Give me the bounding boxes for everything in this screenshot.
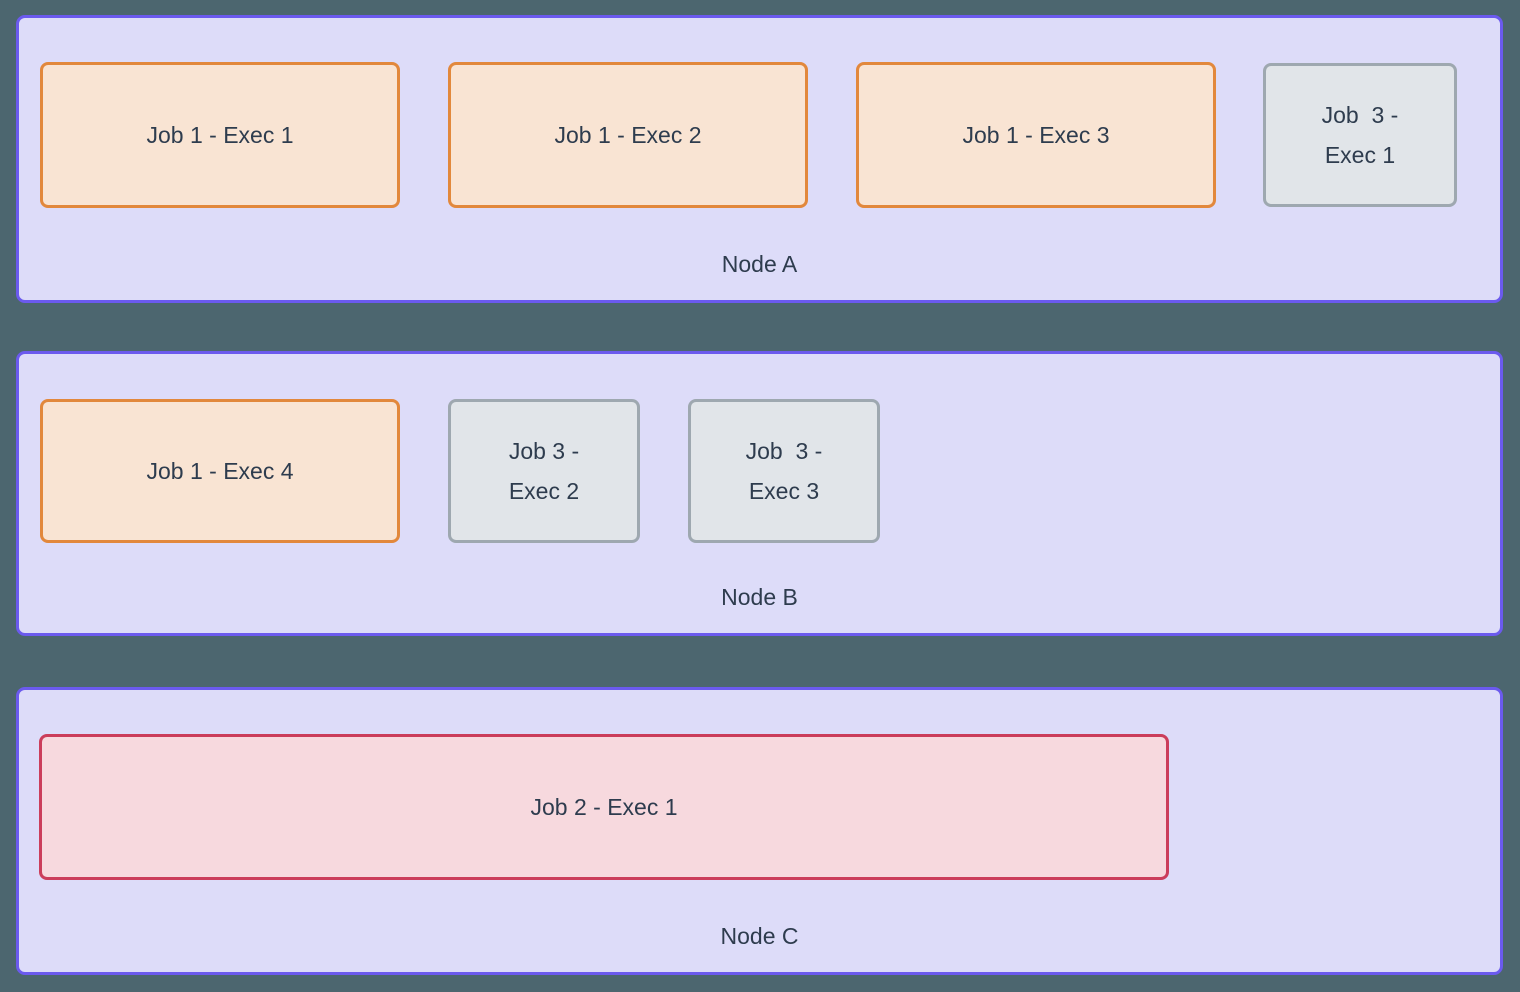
node-b-label: Node B — [721, 584, 798, 610]
executor-label: Job 1 - Exec 4 — [146, 458, 294, 484]
executor-box-job1-exec4: Job 1 - Exec 4 — [40, 399, 400, 543]
node-c-label: Node C — [720, 923, 799, 949]
executor-box-job3-exec1: Job 3 - Exec 1 — [1263, 63, 1457, 207]
executor-box-job1-exec2: Job 1 - Exec 2 — [448, 62, 808, 208]
executor-box-job3-exec2: Job 3 - Exec 2 — [448, 399, 640, 543]
executor-label: Job 1 - Exec 3 — [962, 122, 1110, 148]
executor-box-job3-exec3: Job 3 - Exec 3 — [688, 399, 880, 543]
node-a-container: Job 1 - Exec 1 Job 1 - Exec 2 Job 1 - Ex… — [16, 15, 1503, 303]
node-b-container: Job 1 - Exec 4 Job 3 - Exec 2 Job 3 - Ex… — [16, 351, 1503, 636]
node-a-label: Node A — [721, 251, 798, 277]
executor-box-job2-exec1: Job 2 - Exec 1 — [39, 734, 1169, 880]
executor-label: Job 2 - Exec 1 — [530, 794, 678, 820]
executor-label: Job 1 - Exec 2 — [554, 122, 702, 148]
executor-label: Job 1 - Exec 1 — [146, 122, 294, 148]
executor-label: Job 3 - Exec 2 — [508, 438, 580, 504]
executor-box-job1-exec1: Job 1 - Exec 1 — [40, 62, 400, 208]
executor-label: Job 3 - Exec 3 — [745, 438, 823, 504]
node-c-container: Job 2 - Exec 1 Node C — [16, 687, 1503, 975]
executor-box-job1-exec3: Job 1 - Exec 3 — [856, 62, 1216, 208]
executor-label: Job 3 - Exec 1 — [1321, 102, 1399, 168]
